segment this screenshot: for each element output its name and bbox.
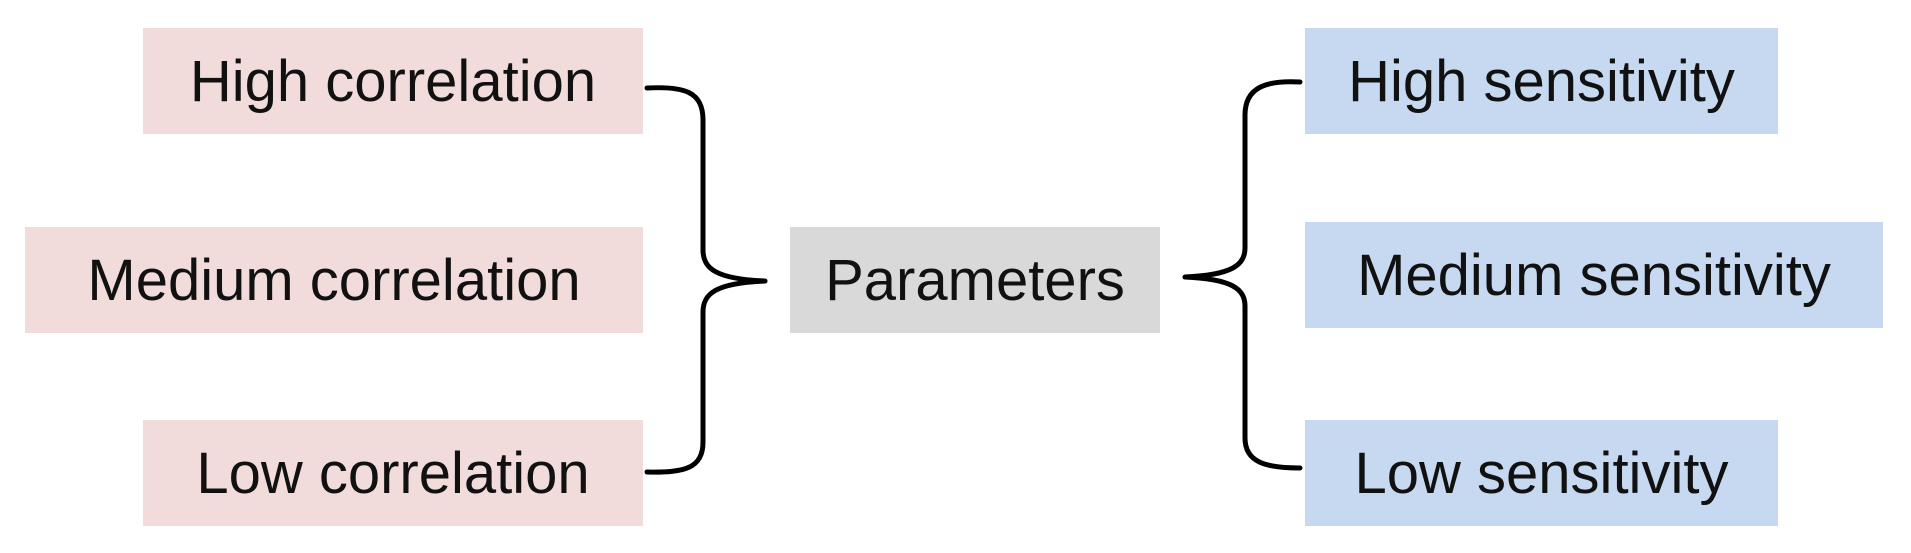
medium-correlation-box: Medium correlation <box>25 227 643 333</box>
medium-sensitivity-label: Medium sensitivity <box>1357 242 1831 308</box>
low-correlation-label: Low correlation <box>196 440 590 506</box>
low-sensitivity-label: Low sensitivity <box>1354 440 1729 506</box>
parameters-label: Parameters <box>825 247 1125 313</box>
left-curly-bracket <box>644 85 768 475</box>
low-sensitivity-box: Low sensitivity <box>1305 420 1778 526</box>
high-sensitivity-label: High sensitivity <box>1348 48 1735 114</box>
parameters-box: Parameters <box>790 227 1160 333</box>
low-correlation-box: Low correlation <box>143 420 643 526</box>
high-correlation-label: High correlation <box>189 48 597 114</box>
medium-sensitivity-box: Medium sensitivity <box>1305 222 1883 328</box>
high-sensitivity-box: High sensitivity <box>1305 28 1778 134</box>
right-curly-bracket <box>1182 79 1303 471</box>
medium-correlation-label: Medium correlation <box>87 247 581 313</box>
high-correlation-box: High correlation <box>143 28 643 134</box>
